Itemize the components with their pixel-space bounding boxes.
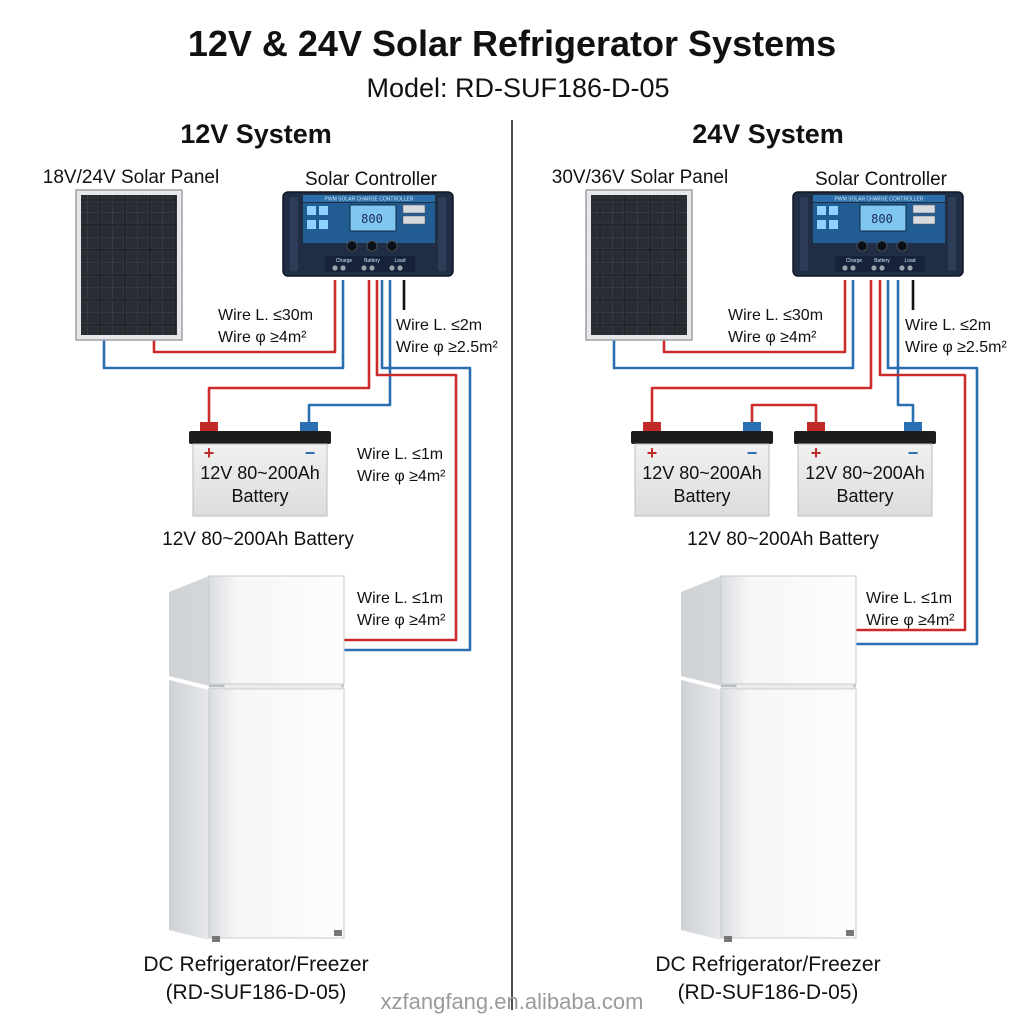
wire-battery-positive xyxy=(207,280,371,428)
wire-load-length: Wire L. ≤2m xyxy=(905,317,991,334)
wire-series-link xyxy=(750,403,818,428)
fridge-label: DC Refrigerator/Freezer xyxy=(143,953,368,976)
battery-minus-sign: − xyxy=(305,443,316,463)
wire-panel-gauge: Wire φ ≥4m² xyxy=(218,329,307,346)
system-24v: 24V System 30V/36V Solar Panel Solar Con… xyxy=(552,119,1008,1004)
controller-label: Solar Controller xyxy=(305,169,438,190)
wire-panel-negative xyxy=(612,280,855,370)
battery-rating: 12V 80~200Ah xyxy=(805,463,925,483)
fridge-label: DC Refrigerator/Freezer xyxy=(655,953,880,976)
wire-fridge-negative xyxy=(854,280,979,646)
wire-fridge-positive xyxy=(344,280,458,642)
wire-fridge-positive xyxy=(854,280,967,632)
battery-minus-sign: − xyxy=(747,443,758,463)
wiring xyxy=(612,280,979,646)
solar-panel-label: 30V/36V Solar Panel xyxy=(552,167,728,188)
battery-word: Battery xyxy=(673,486,730,506)
wire-fridge-length: Wire L. ≤1m xyxy=(357,590,443,607)
battery-plus-sign: + xyxy=(204,443,215,463)
terminal-label-battery: Battery xyxy=(364,258,380,264)
watermark: xzfangfang.en.alibaba.com xyxy=(381,989,644,1014)
battery-plus-sign: + xyxy=(647,443,658,463)
wire-panel-length: Wire L. ≤30m xyxy=(728,307,823,324)
system-12v: 12V System 18V/24V Solar Panel Solar Con… xyxy=(43,119,499,1004)
battery-word: Battery xyxy=(231,486,288,506)
terminal-label-load: Load xyxy=(394,258,405,264)
refrigerator xyxy=(169,575,345,942)
refrigerator xyxy=(681,575,857,942)
fridge-model-label: (RD-SUF186-D-05) xyxy=(678,981,859,1004)
wire-load-gauge: Wire φ ≥2.5m² xyxy=(396,339,499,356)
battery-word: Battery xyxy=(836,486,893,506)
battery: + − 12V 80~200Ah Battery xyxy=(189,422,331,517)
wire-panel-positive xyxy=(152,280,337,354)
solar-panel-label: 18V/24V Solar Panel xyxy=(43,167,219,188)
wire-load-length: Wire L. ≤2m xyxy=(396,317,482,334)
wire-battery-negative xyxy=(307,280,392,428)
wire-panel-positive xyxy=(662,280,847,354)
controller-label: Solar Controller xyxy=(815,169,948,190)
solar-panel xyxy=(75,189,183,341)
battery-caption: 12V 80~200Ah Battery xyxy=(162,529,354,550)
battery: + − 12V 80~200Ah Battery xyxy=(631,422,773,517)
solar-panel xyxy=(585,189,693,341)
wire-battery-gauge: Wire φ ≥4m² xyxy=(357,468,446,485)
battery-minus-sign: − xyxy=(908,443,919,463)
fridge-model-label: (RD-SUF186-D-05) xyxy=(166,981,347,1004)
terminal-label-battery: Battery xyxy=(874,258,890,264)
wire-fridge-negative xyxy=(344,280,472,652)
model-subtitle: Model: RD-SUF186-D-05 xyxy=(366,73,669,103)
battery-rating: 12V 80~200Ah xyxy=(200,463,320,483)
wire-fridge-gauge: Wire φ ≥4m² xyxy=(866,612,955,629)
terminal-label-charge: Charge xyxy=(846,258,863,264)
wiring xyxy=(102,280,472,652)
battery-plus-sign: + xyxy=(811,443,822,463)
wire-panel-gauge: Wire φ ≥4m² xyxy=(728,329,817,346)
page-title: 12V & 24V Solar Refrigerator Systems xyxy=(188,23,836,64)
wire-fridge-gauge: Wire φ ≥4m² xyxy=(357,612,446,629)
lcd-reading: 800 xyxy=(871,212,893,226)
battery-rating: 12V 80~200Ah xyxy=(642,463,762,483)
controller-header-strip: PWM SOLAR CHARGE CONTROLLER xyxy=(835,197,924,203)
wire-battery-length: Wire L. ≤1m xyxy=(357,446,443,463)
wire-battery-negative xyxy=(896,280,915,428)
wire-battery-positive xyxy=(650,280,873,428)
wire-panel-negative xyxy=(102,280,345,370)
battery-caption: 12V 80~200Ah Battery xyxy=(687,529,879,550)
system-heading: 12V System xyxy=(180,119,332,149)
terminal-label-load: Load xyxy=(904,258,915,264)
wire-load-gauge: Wire φ ≥2.5m² xyxy=(905,339,1008,356)
wire-fridge-length: Wire L. ≤1m xyxy=(866,590,952,607)
solar-controller: PWM SOLAR CHARGE CONTROLLER 800 Charge B… xyxy=(282,191,454,277)
solar-controller: PWM SOLAR CHARGE CONTROLLER 800 Charge B… xyxy=(792,191,964,277)
terminal-label-charge: Charge xyxy=(336,258,353,264)
lcd-reading: 800 xyxy=(361,212,383,226)
wire-panel-length: Wire L. ≤30m xyxy=(218,307,313,324)
battery: + − 12V 80~200Ah Battery xyxy=(794,422,936,517)
controller-header-strip: PWM SOLAR CHARGE CONTROLLER xyxy=(325,197,414,203)
system-heading: 24V System xyxy=(692,119,844,149)
